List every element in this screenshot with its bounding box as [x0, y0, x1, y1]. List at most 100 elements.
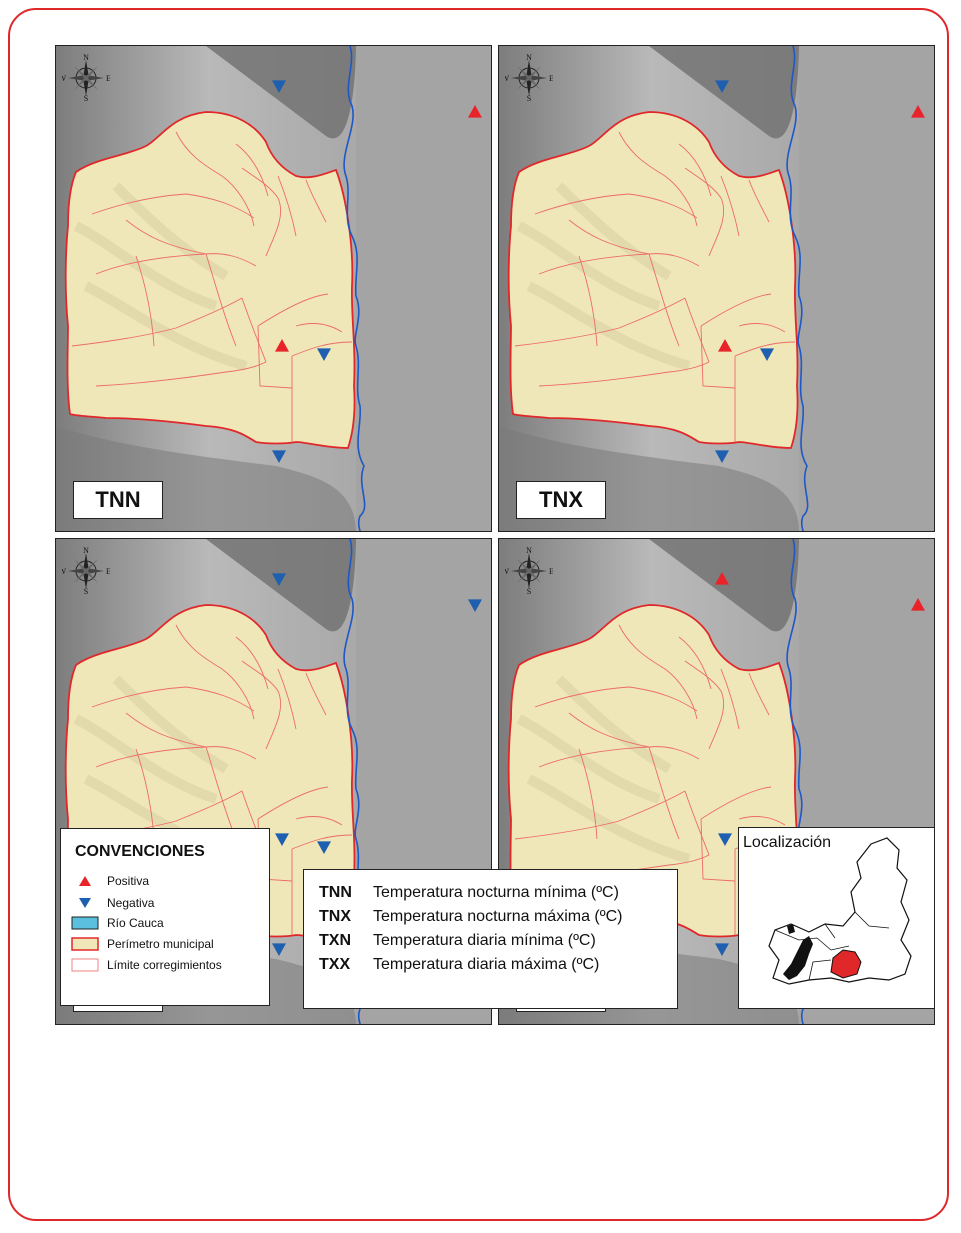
corregimiento-boundary: [678, 143, 712, 197]
negative-trend-marker: [718, 833, 732, 846]
legend-item: Límite corregimientos: [71, 957, 222, 973]
negative-trend-marker: [272, 80, 286, 93]
map-canvas: [56, 46, 491, 531]
abbreviation-code: TNN: [319, 884, 352, 901]
corregimiento-boundary: [534, 193, 698, 219]
mountain-shade: [649, 46, 799, 139]
page-frame: [8, 8, 949, 1221]
corregimiento-boundary: [738, 816, 786, 826]
compass-label-e: E: [549, 74, 553, 83]
positive-trend-marker: [718, 339, 732, 352]
legend-item: Positiva: [71, 873, 149, 889]
valley-plain: [799, 46, 934, 531]
corregimiento-boundary: [720, 175, 740, 237]
corregimiento-boundary: [91, 193, 255, 219]
corregimiento-boundary: [678, 636, 712, 690]
corregimiento-boundary: [514, 297, 686, 347]
map-canvas: [499, 539, 934, 1024]
dark-zone-2: [787, 924, 795, 934]
abbreviation-code: TXN: [319, 932, 351, 949]
abbreviation-code: TXX: [319, 956, 351, 973]
corregimiento-boundary: [514, 790, 686, 840]
legend-item-label: Perímetro municipal: [107, 937, 214, 951]
boundary-swatch: [71, 958, 99, 972]
negative-trend-marker: [468, 599, 482, 612]
compass-label-n: N: [83, 547, 89, 555]
corregimiento-boundary: [295, 816, 343, 826]
compass-label-w: W: [62, 74, 66, 83]
corregimiento-boundary: [568, 219, 650, 255]
perimeter-swatch: [71, 937, 99, 951]
map-canvas: [499, 46, 934, 531]
negative-trend-marker: [760, 348, 774, 361]
corregimiento-boundary: [684, 790, 710, 856]
corregimiento-boundary: [95, 361, 267, 387]
corregimiento-boundary: [720, 668, 740, 730]
corregimiento-boundary: [235, 143, 269, 197]
corregimiento-boundary: [291, 834, 353, 850]
corregimiento-boundary: [241, 660, 282, 750]
positive-trend-marker: [468, 105, 482, 118]
corregimiento-boundary: [578, 255, 598, 347]
mountain-shade: [206, 46, 356, 139]
corregimiento-boundary: [125, 219, 207, 255]
legend-item: Perímetro municipal: [71, 936, 214, 952]
positive-triangle-icon: [71, 874, 99, 888]
corregimiento-boundary: [241, 297, 267, 363]
compass-label-s: S: [84, 587, 88, 595]
corregimiento-boundary: [91, 686, 255, 712]
compass-label-n: N: [526, 547, 532, 555]
corregimiento-boundary: [648, 746, 680, 840]
compass-label-e: E: [106, 74, 110, 83]
corregimiento-boundary: [277, 668, 297, 730]
panel-label: TNX: [516, 481, 606, 519]
positive-trend-marker: [911, 105, 925, 118]
panel-label: TNN: [73, 481, 163, 519]
corregimiento-boundary: [538, 253, 700, 275]
corregimiento-boundary: [578, 748, 598, 840]
corregimiento-boundary: [257, 786, 329, 820]
map-panel-tnn: NSEWTNN: [55, 45, 492, 532]
abbreviation-description: Temperatura diaria máxima (ºC): [373, 956, 600, 973]
legend-item: Negativa: [71, 895, 154, 911]
municipal-perimeter: [507, 111, 799, 449]
positive-trend-marker: [911, 598, 925, 611]
negative-trend-marker: [715, 80, 729, 93]
corregimiento-boundary: [295, 323, 343, 333]
valley-plain: [356, 46, 491, 531]
corregimiento-boundary: [734, 341, 796, 357]
corregimiento-boundary: [175, 624, 255, 720]
corregimiento-boundary: [175, 131, 255, 227]
negative-trend-marker: [272, 943, 286, 956]
corregimiento-boundary: [305, 672, 327, 716]
corregimiento-boundary: [618, 131, 698, 227]
corregimiento-boundary: [684, 167, 725, 257]
legend-item: Río Cauca: [71, 915, 164, 931]
location-inset: Localización: [738, 827, 935, 1009]
negative-trend-marker: [317, 348, 331, 361]
location-map: [768, 837, 912, 985]
river-swatch: [71, 916, 99, 930]
negative-trend-marker: [715, 450, 729, 463]
abbreviation-code: TNX: [319, 908, 351, 925]
corregimiento-boundary: [538, 746, 700, 768]
legend-item-label: Negativa: [107, 896, 155, 910]
legend-item-label: Límite corregimientos: [107, 958, 222, 972]
positive-trend-marker: [715, 572, 729, 585]
corregimiento-boundary: [205, 253, 237, 347]
compass-rose-icon: NSEW: [62, 54, 110, 102]
compass-label-n: N: [83, 54, 89, 62]
rio-cauca: [786, 46, 809, 531]
corregimiento-boundary: [700, 325, 736, 389]
corregimiento-boundary: [538, 361, 710, 387]
department-region-lines: [774, 911, 890, 981]
corregimiento-boundary: [135, 255, 155, 347]
corregimiento-boundary: [71, 297, 243, 347]
corregimiento-boundary: [257, 293, 329, 327]
corregimiento-boundary: [291, 341, 353, 357]
corregimiento-boundary: [748, 179, 770, 223]
